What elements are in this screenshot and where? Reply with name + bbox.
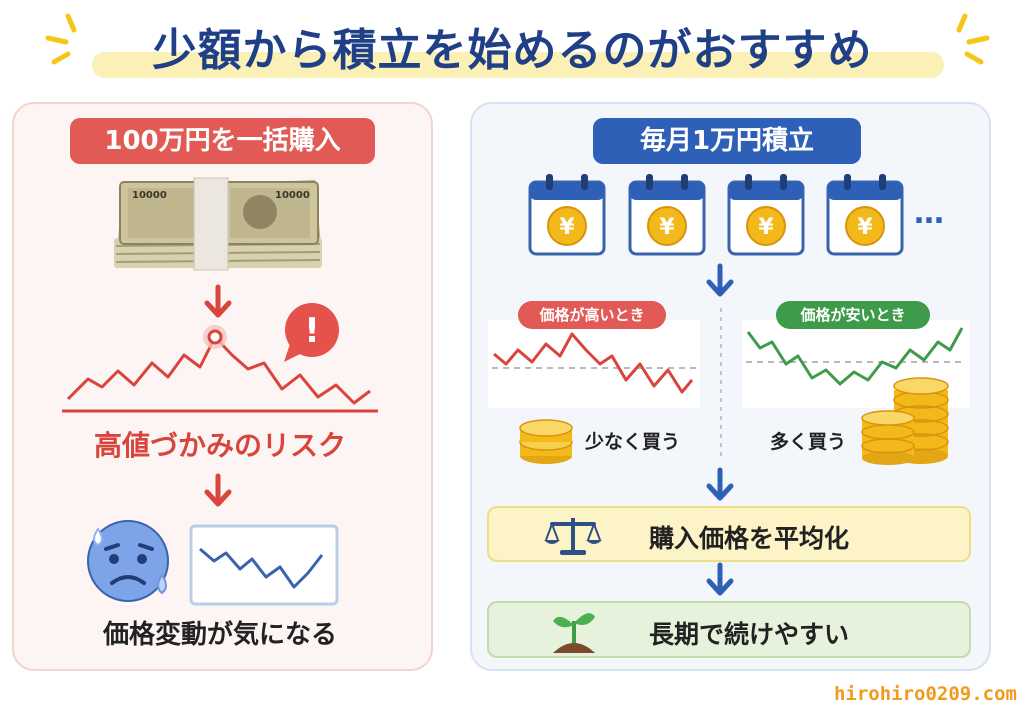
calendar-yen-icon: ¥ [727, 174, 805, 256]
risk-label: 高値づかみのリスク [93, 429, 346, 462]
arrow-down-icon [706, 562, 734, 596]
arrow-down-icon [706, 263, 734, 297]
bill-denomination: 10000 [132, 190, 167, 201]
page-title: 少額から積立を始めるのがおすすめ [152, 25, 873, 76]
low-price-tag: 価格が安いとき [776, 301, 930, 329]
buy-less-label: 少なく買う [585, 431, 681, 453]
title-highlight [92, 52, 944, 78]
calendar-yen-icon: ¥ [826, 174, 904, 256]
small-coin-stack-icon [519, 419, 573, 464]
long-term-box: 長期で続けやすい [487, 601, 971, 658]
buy-more-label: 多く買う [770, 431, 847, 453]
price-peak-chart [62, 325, 378, 413]
alert-mark: ! [304, 311, 320, 351]
yen-symbol: ¥ [758, 215, 774, 240]
long-term-label: 長期で続けやすい [649, 620, 850, 649]
divider [720, 308, 722, 458]
bill-denomination: 10000 [275, 190, 310, 201]
monthly-plan-heading: 毎月1万円積立 [593, 118, 861, 164]
arrow-down-icon [706, 467, 734, 501]
yen-symbol: ¥ [559, 215, 575, 240]
title-area: 少額から積立を始めるのがおすすめ [0, 0, 1025, 92]
site-url[interactable]: hirohiro0209.com [833, 683, 1017, 705]
high-price-chart [488, 320, 700, 408]
high-price-tag: 価格が高いとき [518, 301, 666, 329]
lump-sum-heading: 100万円を一括購入 [70, 118, 375, 164]
large-coin-stack-icon [861, 377, 949, 465]
sparkle-right-icon [956, 13, 990, 65]
cash-bundle-icon: 10000 10000 [114, 177, 322, 271]
sprout-icon [553, 613, 595, 653]
sparkle-left-icon [45, 13, 77, 65]
fluctuation-chart [189, 524, 339, 606]
alert-icon: ! [284, 303, 339, 362]
average-price-label: 購入価格を平均化 [649, 524, 850, 553]
calendar-yen-icon: ¥ [528, 174, 606, 256]
yen-symbol: ¥ [857, 215, 873, 240]
arrow-down-icon [204, 284, 232, 318]
average-price-box: 購入価格を平均化 [487, 506, 971, 562]
worry-label: 価格変動が気になる [102, 620, 337, 650]
calendar-yen-icon: ¥ [628, 174, 706, 256]
arrow-down-icon [204, 473, 232, 507]
worried-face-icon [87, 520, 169, 602]
balance-scale-icon [544, 518, 602, 555]
yen-symbol: ¥ [659, 215, 675, 240]
more-ellipsis: … [914, 196, 944, 231]
